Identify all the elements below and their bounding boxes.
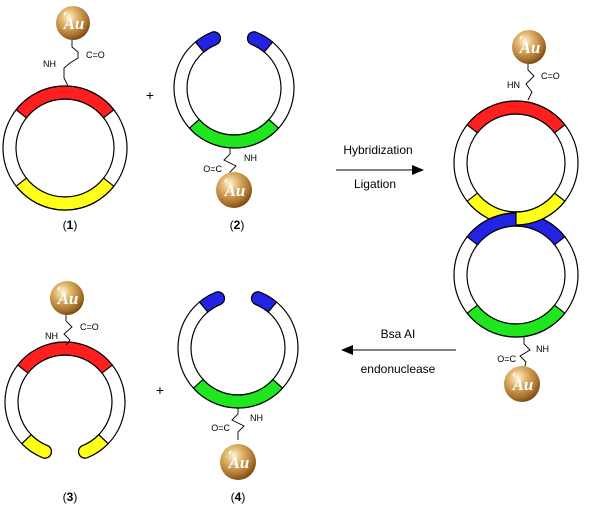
compound-1-label: (1)	[63, 218, 78, 232]
arrow-right-head	[412, 165, 424, 175]
compound-2-ring	[173, 31, 295, 149]
compound-2-label: (2)	[230, 218, 245, 232]
compound-3-gold-particle: Au	[50, 281, 84, 315]
gold-label: Au	[228, 453, 250, 472]
compound-3-yellow-end-left	[78, 433, 110, 459]
catenane-bottom-gold-particle: Au	[504, 366, 540, 402]
compound-3-linker	[63, 315, 73, 346]
compound-4-gold-particle: Au	[220, 444, 256, 480]
gold-label: Au	[512, 375, 534, 394]
compound-4-blue-end-left	[198, 291, 225, 313]
catenane-top-hn: HN	[507, 80, 520, 90]
compound-4-nh: NH	[250, 413, 263, 423]
forward-step-top: Hybridization	[343, 143, 412, 157]
plus-sign-bottom: +	[156, 382, 164, 398]
reverse-step-top: Bsa AI	[381, 327, 416, 341]
compound-4-co: O=C	[211, 423, 230, 433]
compound-3-yellow-end-right	[20, 433, 52, 459]
compound-1-ring	[2, 85, 128, 211]
catenane-bottom-co: O=C	[497, 354, 516, 364]
compound-1-co: C=O	[86, 50, 105, 60]
compound-1-gold-particle: Au	[56, 6, 90, 40]
yellow-segment	[15, 177, 115, 211]
compound-2-gold-particle: Au	[216, 172, 252, 208]
catenane-green-segment	[466, 304, 566, 338]
catenane-top-co: C=O	[541, 71, 560, 81]
catenane-blue-segment	[466, 212, 566, 246]
green-segment	[188, 118, 280, 149]
compound-3-label: (3)	[63, 490, 78, 504]
compound-3-ring	[4, 341, 126, 459]
catenane-top-gold-particle: Au	[512, 30, 546, 64]
gold-label: Au	[63, 14, 85, 33]
red-segment	[15, 85, 115, 119]
compound-2-co: O=C	[203, 164, 222, 174]
compound-4-green-segment	[192, 378, 284, 409]
blue-end-right	[247, 31, 274, 53]
catenane-bottom-nh: NH	[536, 344, 549, 354]
gold-label: Au	[224, 181, 246, 200]
arrow-left-head	[341, 345, 353, 355]
compound-4-linker	[231, 408, 245, 440]
compound-3-nh: NH	[45, 331, 58, 341]
plus-sign-top: +	[146, 87, 154, 103]
catenane-top-linker	[525, 64, 535, 101]
compound-4-blue-end-right	[251, 291, 278, 313]
forward-step-bottom: Ligation	[354, 177, 396, 191]
compound-1-nh: NH	[43, 59, 56, 69]
compound-4-label: (4)	[231, 490, 246, 504]
compound-2-nh: NH	[244, 153, 257, 163]
compound-4-ring	[177, 291, 299, 409]
catenane-lower-ring	[453, 212, 579, 338]
gold-label: Au	[57, 289, 79, 308]
catenane-yellow-overlap	[515, 192, 566, 226]
blue-end-left	[194, 31, 221, 53]
catenane-bottom-linker	[519, 337, 531, 371]
compound-3-red-segment	[16, 341, 114, 374]
compound-1-linker	[63, 40, 79, 87]
compound-3-co: C=O	[80, 322, 99, 332]
reverse-step-bottom: endonuclease	[361, 362, 436, 376]
gold-label: Au	[519, 38, 541, 57]
catenane-red-segment	[466, 100, 566, 134]
